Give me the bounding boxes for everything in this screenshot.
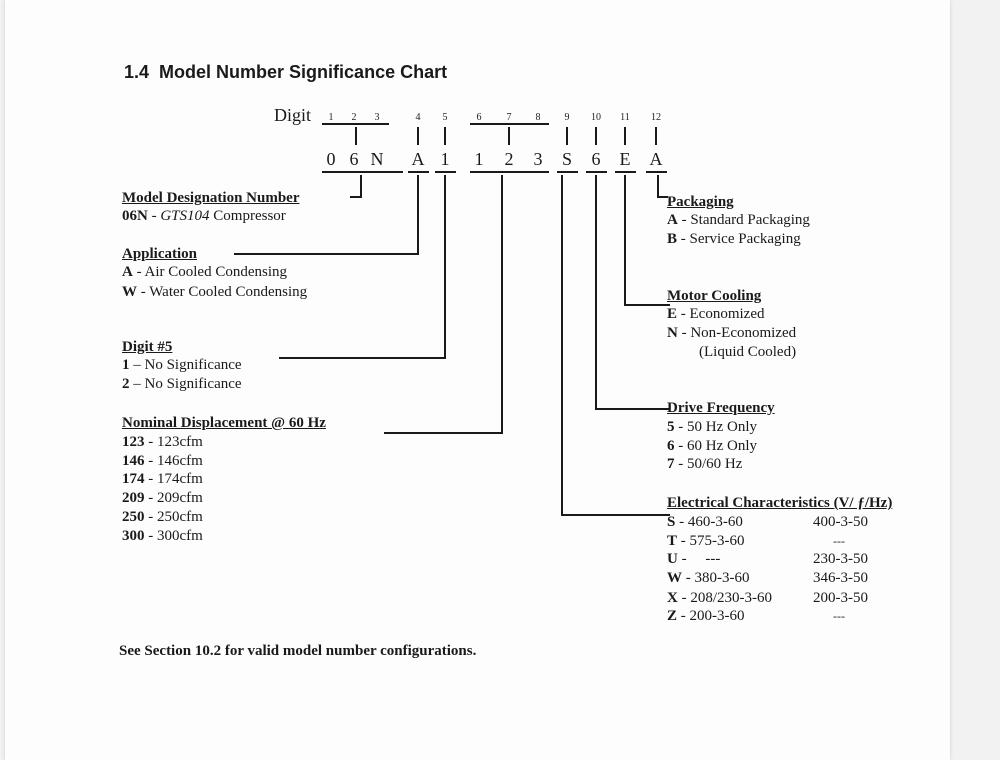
digit-number: 6 bbox=[476, 112, 482, 123]
list-item: A - Air Cooled Condensing bbox=[122, 264, 288, 280]
list-item: 123 - 123cfm bbox=[122, 434, 203, 450]
list-item: 146 - 146cfm bbox=[122, 453, 203, 469]
digit5-title: Digit #5 bbox=[122, 339, 173, 355]
digit-number: 12 bbox=[651, 112, 661, 123]
table-cell-alt: --- bbox=[833, 609, 845, 623]
model-char: 0 bbox=[326, 149, 336, 169]
digit-number: 2 bbox=[351, 112, 357, 123]
model-char: S bbox=[561, 149, 572, 169]
digit-number: 3 bbox=[374, 112, 380, 123]
list-item: 174 - 174cfm bbox=[122, 471, 203, 487]
packaging-title: Packaging bbox=[667, 194, 734, 210]
model-char: 1 bbox=[440, 149, 450, 169]
table-row: U - --- bbox=[667, 551, 721, 567]
section-number: 1.4 bbox=[124, 62, 150, 82]
document-page: 1.4 Model Number Significance Chart Digi… bbox=[5, 0, 950, 760]
list-item: 7 - 50/60 Hz bbox=[667, 456, 743, 472]
digit-number: 8 bbox=[535, 112, 541, 123]
list-item: E - Economized bbox=[667, 306, 765, 322]
electrical-title: Electrical Characteristics (V/ ƒ/Hz) bbox=[667, 495, 893, 511]
model-char: N bbox=[370, 149, 384, 169]
model-char: A bbox=[649, 149, 663, 169]
motor-cooling-title: Motor Cooling bbox=[667, 288, 762, 304]
model-char: 6 bbox=[591, 149, 601, 169]
table-cell-alt: 400-3-50 bbox=[813, 514, 868, 530]
model-designation-title: Model Designation Number bbox=[122, 190, 300, 206]
model-char: 6 bbox=[349, 149, 359, 169]
list-item: 6 - 60 Hz Only bbox=[667, 438, 757, 454]
digit-number: 10 bbox=[591, 112, 601, 123]
model-char: 3 bbox=[533, 149, 543, 169]
digit-number: 4 bbox=[415, 112, 421, 123]
application-title: Application bbox=[122, 246, 198, 262]
digit-number: 7 bbox=[506, 112, 512, 123]
digit-number: 9 bbox=[564, 112, 570, 123]
list-item: 1 – No Significance bbox=[122, 357, 242, 373]
table-row: W - 380-3-60 bbox=[667, 570, 750, 586]
model-char: A bbox=[411, 149, 425, 169]
model-char: E bbox=[619, 149, 631, 169]
table-cell-alt: --- bbox=[833, 534, 845, 548]
model-char: 1 bbox=[474, 149, 484, 169]
table-cell-alt: 230-3-50 bbox=[813, 551, 868, 567]
list-item: 300 - 300cfm bbox=[122, 528, 203, 544]
list-item: 209 - 209cfm bbox=[122, 490, 203, 506]
footer-note: See Section 10.2 for valid model number … bbox=[119, 643, 477, 659]
digit-number: 11 bbox=[620, 112, 630, 123]
table-row: S - 460-3-60 bbox=[667, 514, 743, 530]
list-item: A - Standard Packaging bbox=[667, 212, 810, 228]
table-cell-alt: 346-3-50 bbox=[813, 570, 868, 586]
model-char: 2 bbox=[504, 149, 514, 169]
list-item: 250 - 250cfm bbox=[122, 509, 203, 525]
list-item: B - Service Packaging bbox=[667, 231, 801, 247]
table-cell-alt: 200-3-50 bbox=[813, 590, 868, 606]
digit-number: 1 bbox=[328, 112, 334, 123]
digit-label: Digit bbox=[274, 105, 312, 125]
table-row: Z - 200-3-60 bbox=[667, 608, 745, 624]
section-heading: 1.4 Model Number Significance Chart bbox=[124, 61, 447, 83]
list-item: W - Water Cooled Condensing bbox=[122, 284, 308, 300]
connector-lines bbox=[234, 123, 670, 516]
section-title: Model Number Significance Chart bbox=[159, 62, 448, 82]
table-row: T - 575-3-60 bbox=[667, 533, 745, 549]
list-item: 5 - 50 Hz Only bbox=[667, 419, 757, 435]
list-item: N - Non-Economized bbox=[667, 325, 797, 341]
table-row: X - 208/230-3-60 bbox=[667, 590, 772, 606]
model-designation-value: 06N - GTS104 Compressor bbox=[122, 208, 286, 224]
drive-frequency-title: Drive Frequency bbox=[667, 400, 775, 416]
motor-cooling-note: (Liquid Cooled) bbox=[699, 344, 797, 360]
list-item: 2 – No Significance bbox=[122, 376, 242, 392]
digit-number: 5 bbox=[442, 112, 448, 123]
displacement-title: Nominal Displacement @ 60 Hz bbox=[122, 415, 326, 431]
